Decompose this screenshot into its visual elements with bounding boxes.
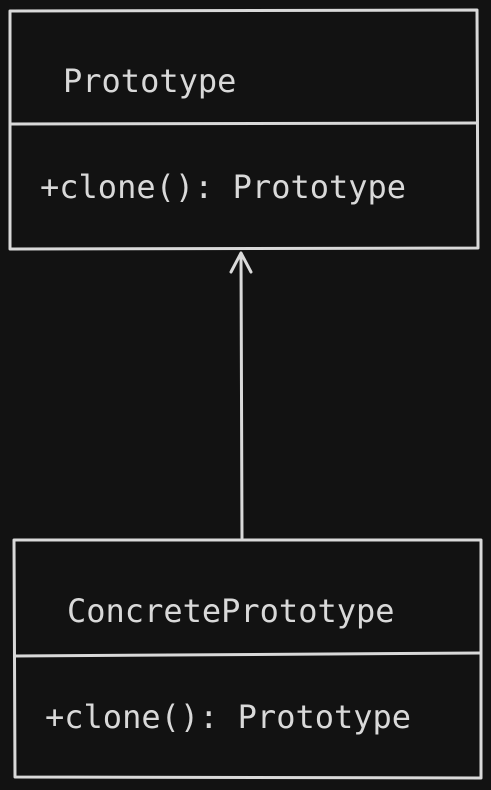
class-prototype-method: +clone(): Prototype	[40, 168, 406, 206]
inheritance-arrow	[229, 251, 253, 540]
class-concreteprototype-border	[12, 538, 483, 780]
class-prototype[interactable]: Prototype +clone(): Prototype	[8, 8, 480, 251]
class-concreteprototype[interactable]: ConcretePrototype +clone(): Prototype	[12, 538, 483, 780]
arrow-head	[229, 251, 253, 274]
class-concreteprototype-name: ConcretePrototype	[67, 592, 395, 630]
class-concreteprototype-divider	[13, 651, 482, 658]
class-concreteprototype-method: +clone(): Prototype	[45, 698, 411, 736]
class-prototype-divider	[9, 121, 478, 126]
arrow-line	[239, 252, 244, 540]
class-prototype-border	[8, 8, 480, 251]
class-prototype-name: Prototype	[63, 62, 236, 100]
